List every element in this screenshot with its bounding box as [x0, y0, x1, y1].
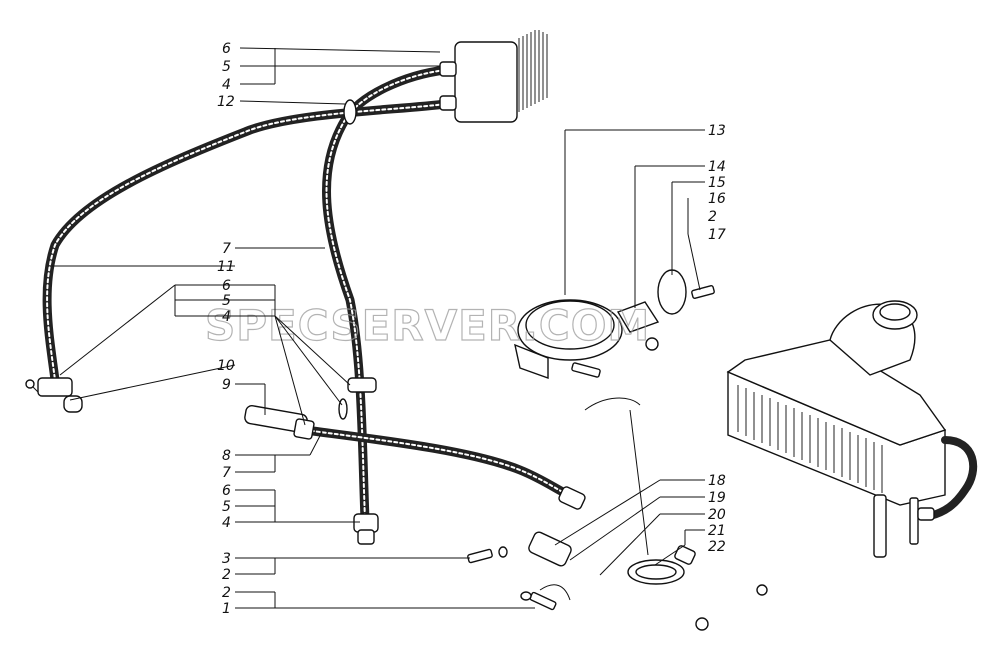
callout-6-lower: 6: [222, 483, 231, 499]
heater-unit: [726, 300, 978, 558]
callout-21: 21: [708, 523, 726, 539]
callout-3: 3: [222, 551, 231, 567]
callout-2-a: 2: [222, 567, 231, 583]
bolt-3: [467, 546, 508, 564]
callout-20: 20: [708, 507, 726, 523]
callout-2-bracket: 2: [708, 209, 717, 225]
callout-13: 13: [708, 123, 726, 139]
vertical-hose-end: [353, 513, 379, 545]
callout-14: 14: [708, 159, 726, 175]
callout-labels: 6 5 4 12 13 14 15 16 2 17 7 11 6 5 4 10 …: [217, 41, 726, 617]
bolt-1: [520, 591, 557, 611]
callout-16: 16: [708, 191, 726, 207]
callout-5-lower: 5: [222, 499, 231, 515]
mounting-bracket: [514, 269, 715, 411]
callout-12: 12: [217, 94, 235, 110]
drain-valve: [25, 377, 83, 413]
callout-6-top: 6: [222, 41, 231, 57]
callout-5-mid: 5: [222, 293, 231, 309]
hose-clamp: [343, 99, 357, 125]
watermark: SPECSERVER.COM: [205, 301, 650, 350]
feed-pipe-fitting: [244, 405, 315, 440]
callout-9: 9: [222, 377, 231, 393]
callout-15: 15: [708, 175, 726, 191]
callout-6-mid: 6: [222, 278, 231, 294]
hose-upper-supply: [322, 65, 450, 525]
callout-19: 19: [708, 490, 726, 506]
callout-1: 1: [222, 601, 231, 617]
callout-18: 18: [708, 473, 726, 489]
callout-4-lower: 4: [222, 515, 231, 531]
hose-lower-feed: [300, 425, 580, 503]
callout-8: 8: [222, 448, 231, 464]
callout-11: 11: [217, 259, 235, 275]
callout-5-top: 5: [222, 59, 231, 75]
callout-4-top: 4: [222, 77, 231, 93]
callout-7-lower: 7: [222, 465, 231, 481]
callout-2-b: 2: [222, 585, 231, 601]
upper-heater-core: [439, 30, 548, 123]
callout-7-upper: 7: [222, 241, 231, 257]
callout-17: 17: [708, 227, 726, 243]
callout-4-mid: 4: [222, 309, 231, 325]
callout-22: 22: [708, 539, 726, 555]
lower-tube-assembly: [528, 486, 768, 631]
callout-10: 10: [217, 358, 235, 374]
leader-lines: [52, 47, 705, 609]
